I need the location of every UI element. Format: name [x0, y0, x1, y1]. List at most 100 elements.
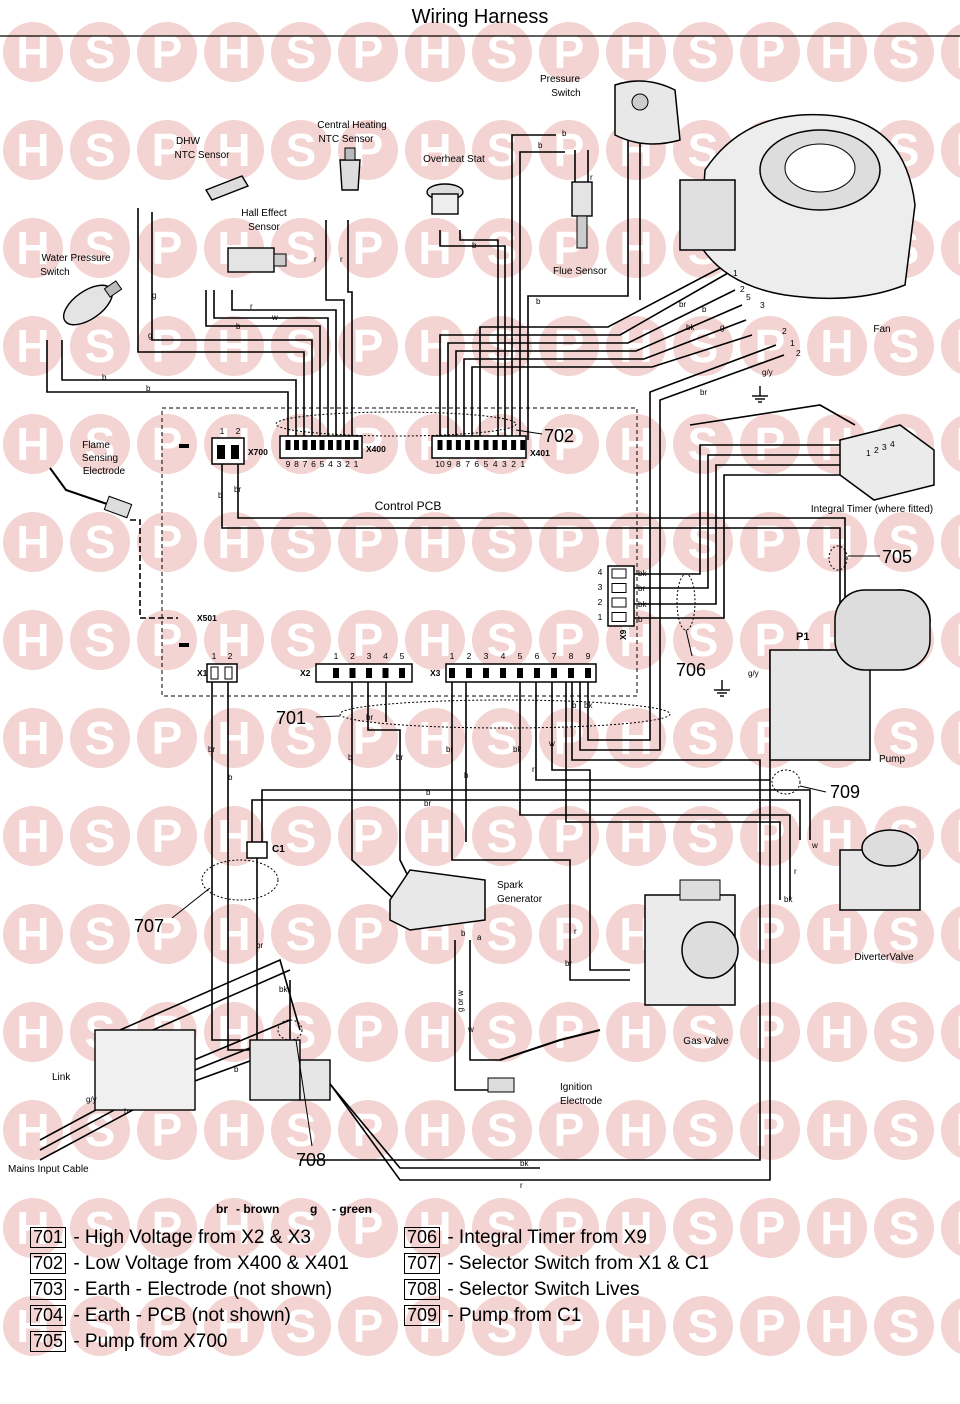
watermark-disc: [3, 1002, 63, 1062]
wire-label: bk: [584, 701, 593, 710]
watermark-letter: S: [688, 1006, 719, 1058]
watermark-letter: H: [16, 222, 49, 274]
watermark-letter: H: [820, 1202, 853, 1254]
watermark-letter: H: [217, 124, 250, 176]
watermark-letter: H: [418, 1006, 451, 1058]
watermark-disc: [673, 610, 733, 670]
x401pins-terminal: [492, 440, 498, 450]
low-voltage-harness: [46, 110, 753, 440]
watermark-disc: [204, 708, 264, 768]
fan-pin: 1: [733, 268, 738, 278]
wire-label: bk: [638, 600, 647, 609]
watermark-letter: S: [85, 1300, 116, 1352]
x400pins-pin: 8: [294, 459, 299, 469]
legend-left-column: 701 - High Voltage from X2 & X3 702 - Lo…: [30, 1225, 410, 1355]
watermark-letter: P: [554, 26, 585, 78]
pressure-switch-label-2: Switch: [551, 88, 580, 99]
wire-label: b: [638, 615, 643, 624]
x1-pin-2: 2: [228, 651, 233, 661]
diverter-valve: DiverterValve: [839, 829, 921, 963]
watermark-disc: [807, 1100, 867, 1160]
wire-label: b: [236, 322, 241, 331]
pump: P1 Pump: [769, 589, 931, 765]
watermark-disc: [472, 708, 532, 768]
wire-label: br: [256, 941, 263, 950]
watermark-disc: [874, 1100, 934, 1160]
watermark-letter: P: [554, 418, 585, 470]
watermark-disc: [70, 904, 130, 964]
watermark-disc: [338, 1002, 398, 1062]
wire-label: r: [340, 255, 343, 264]
x700-connector: 1 2 X700: [211, 426, 268, 465]
watermark-disc: [539, 1198, 599, 1258]
legend-item: 704 - Earth - PCB (not shown): [30, 1303, 410, 1329]
watermark-letter: S: [85, 26, 116, 78]
wire-label: br: [208, 745, 215, 754]
legend-number: 707: [404, 1253, 441, 1274]
watermark-disc: [472, 512, 532, 572]
watermark-letter: P: [554, 320, 585, 372]
watermark-disc: [472, 1296, 532, 1356]
watermark-letter: P: [554, 1006, 585, 1058]
watermark-disc: [70, 512, 130, 572]
high-voltage-wiring: [39, 344, 870, 1181]
legend-text: - Earth - Electrode (not shown): [73, 1279, 333, 1300]
watermark-disc: [807, 512, 867, 572]
watermark-disc: [606, 22, 666, 82]
watermark-disc: [271, 120, 331, 180]
watermark-letter: H: [619, 1202, 652, 1254]
watermark-disc: [405, 512, 465, 572]
x3pins-terminal: [568, 668, 574, 678]
watermark-letter: S: [889, 516, 920, 568]
watermark-letter: P: [353, 1300, 384, 1352]
watermark-disc: [137, 22, 197, 82]
watermark-letter: S: [85, 1202, 116, 1254]
x3pins-pin: 5: [518, 651, 523, 661]
wire-label: br: [424, 799, 431, 808]
x401pins-pin: 7: [465, 459, 470, 469]
watermark-letter: P: [152, 712, 183, 764]
watermark-letter: P: [755, 1202, 786, 1254]
watermark-letter: H: [217, 320, 250, 372]
watermark-disc: [472, 1002, 532, 1062]
watermark-letter: P: [755, 26, 786, 78]
x401pins-terminal: [483, 440, 489, 450]
x9-terminal: [611, 612, 627, 622]
flue-sensor: Flue Sensor: [553, 181, 608, 277]
watermark-letter: P: [152, 810, 183, 862]
watermark-letter: S: [85, 516, 116, 568]
watermark-disc: [405, 708, 465, 768]
watermark-disc: [271, 22, 331, 82]
watermark-disc: [405, 120, 465, 180]
x400pins-pin: 7: [303, 459, 308, 469]
watermark-disc: [673, 414, 733, 474]
timer-pin: 1: [866, 448, 871, 458]
watermark-disc: [941, 514, 960, 570]
x401pins-pin: 3: [502, 459, 507, 469]
watermark-disc: [338, 1198, 398, 1258]
wire-label: b: [348, 753, 353, 762]
wire-label: r: [314, 255, 317, 264]
watermark-disc: [70, 414, 130, 474]
watermark-disc: [3, 512, 63, 572]
watermark-letter: P: [353, 1006, 384, 1058]
diverter-label: DiverterValve: [854, 952, 914, 963]
watermark-disc: [539, 708, 599, 768]
watermark-letter: P: [554, 614, 585, 666]
watermark-disc: [271, 512, 331, 572]
watermark-disc: [405, 1198, 465, 1258]
watermark-disc: [137, 414, 197, 474]
watermark-letter: S: [487, 1104, 518, 1156]
x400pins-terminal: [285, 440, 291, 450]
c1-label: C1: [272, 844, 285, 855]
wire-label: bk: [513, 745, 522, 754]
watermark-disc: [539, 1002, 599, 1062]
overheat-stat: Overheat Stat: [423, 154, 485, 215]
watermark-letter: H: [16, 1202, 49, 1254]
x401pins-terminal: [520, 440, 526, 450]
watermark-letter: P: [956, 418, 960, 470]
watermark-disc: [338, 218, 398, 278]
link-label: Link: [52, 1072, 71, 1083]
watermark-disc: [673, 1002, 733, 1062]
watermark-disc: [271, 806, 331, 866]
